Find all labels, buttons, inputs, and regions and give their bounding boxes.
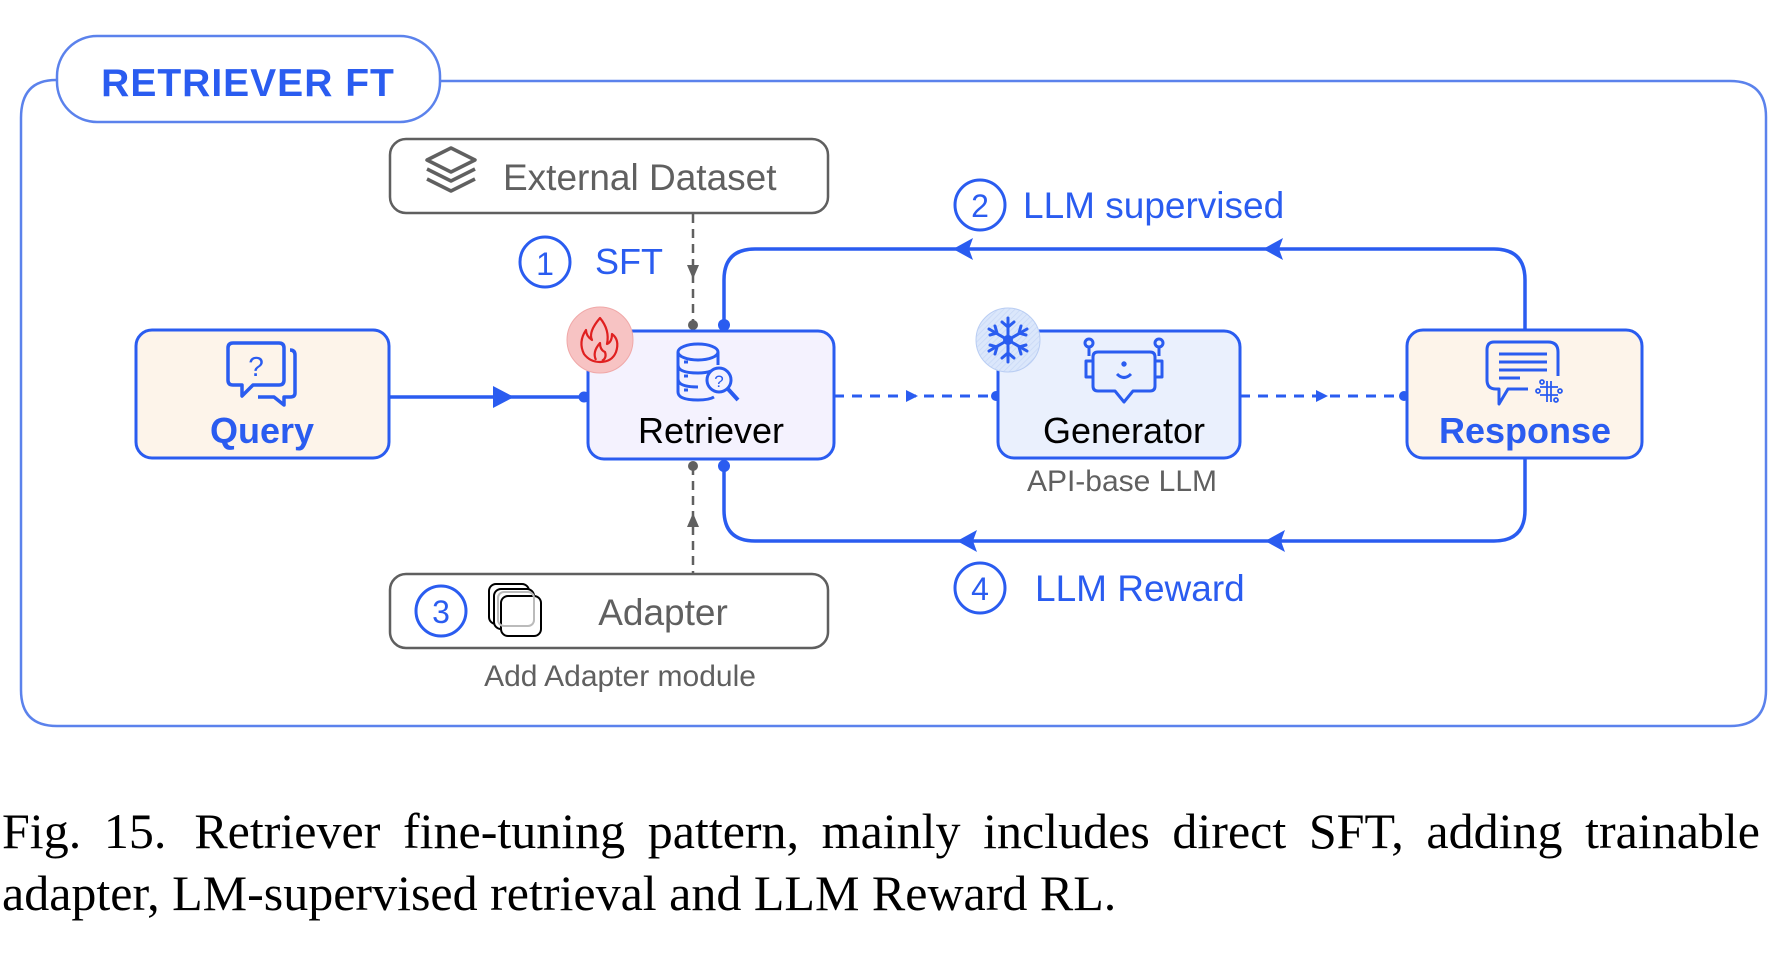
retriever-to-generator-arrow	[834, 390, 1001, 402]
loop-top-arrowhead-1	[953, 238, 973, 260]
ai-message-icon	[1485, 340, 1563, 406]
generator-sublabel: API-base LLM	[1027, 465, 1217, 498]
title-pill: RETRIEVER FT	[55, 34, 442, 124]
step-4-number: 4	[971, 571, 989, 607]
title-text: RETRIEVER FT	[101, 62, 395, 105]
step-1-label: 1 SFT	[518, 235, 663, 289]
robot-chat-icon	[1083, 337, 1165, 404]
step-4-circle	[953, 561, 1007, 615]
external-dataset-label: External Dataset	[503, 157, 777, 198]
step-2-circle	[953, 178, 1007, 232]
adapter-endpoint-dot	[688, 461, 698, 471]
sft-endpoint-dot	[688, 320, 698, 330]
loop-top-endpoint-dot	[718, 319, 730, 331]
retriever-label: Retriever	[638, 410, 784, 451]
sft-connector	[687, 214, 699, 330]
figure-caption: Fig. 15.Retriever fine-tuning pattern, m…	[2, 800, 1760, 924]
step-3-circle	[414, 584, 468, 638]
query-node[interactable]: ? Query	[134, 328, 391, 460]
database-search-icon	[676, 342, 740, 402]
step-4-text: LLM Reward	[1035, 568, 1245, 609]
query-to-retriever-arrow	[389, 386, 590, 408]
query-label: Query	[210, 410, 314, 451]
layers-icon	[425, 146, 477, 193]
step-2-label: 2 LLM supervised	[953, 178, 1284, 232]
adapter-label: Adapter	[598, 592, 728, 633]
adapter-node[interactable]: 3 Adapter	[388, 572, 830, 650]
loop-bottom-endpoint-dot	[718, 460, 730, 472]
caption-text: Retriever fine-tuning pattern, mainly in…	[2, 803, 1760, 921]
generator-label: Generator	[1043, 410, 1205, 451]
sft-arrowhead	[687, 265, 699, 279]
response-node[interactable]: Response	[1405, 328, 1644, 460]
response-label: Response	[1439, 410, 1611, 451]
external-dataset-node[interactable]: External Dataset	[388, 137, 830, 215]
fire-icon	[580, 316, 619, 364]
step-2-text: LLM supervised	[1023, 185, 1284, 226]
adapter-sublabel: Add Adapter module	[484, 660, 756, 693]
outer-frame	[19, 78, 1768, 728]
fire-badge	[566, 306, 634, 374]
loop-bottom-arrowhead-1	[957, 530, 977, 552]
step-1-text: SFT	[595, 241, 663, 282]
llm-supervised-loop	[718, 238, 1527, 331]
step-1-circle	[518, 235, 572, 289]
question-mark-glyph: ?	[248, 351, 264, 382]
retriever-ft-diagram: RETRIEVER FT External Dataset 1 SFT 2 LL…	[19, 34, 1768, 728]
adapter-connector	[687, 461, 699, 573]
snowflake-badge	[975, 307, 1041, 373]
adapter-arrowhead	[687, 513, 699, 527]
stacked-squares-icon	[488, 583, 542, 637]
step-3-number: 3	[432, 594, 450, 630]
loop-bottom-arrowhead-2	[1265, 530, 1285, 552]
step-4-label: 4 LLM Reward	[953, 561, 1245, 615]
question-chat-icon	[226, 341, 297, 407]
loop-top-arrowhead-2	[1263, 238, 1283, 260]
generator-to-response-arrow	[1240, 390, 1409, 402]
query-arrowhead	[493, 386, 514, 408]
step-1-number: 1	[536, 246, 554, 282]
figure-number: Fig. 15.	[2, 803, 167, 859]
snowflake-icon	[987, 316, 1029, 364]
generator-node[interactable]: Generator	[996, 329, 1242, 460]
search-question-glyph: ?	[714, 372, 723, 391]
step-2-number: 2	[971, 188, 989, 224]
llm-reward-loop	[718, 458, 1527, 552]
